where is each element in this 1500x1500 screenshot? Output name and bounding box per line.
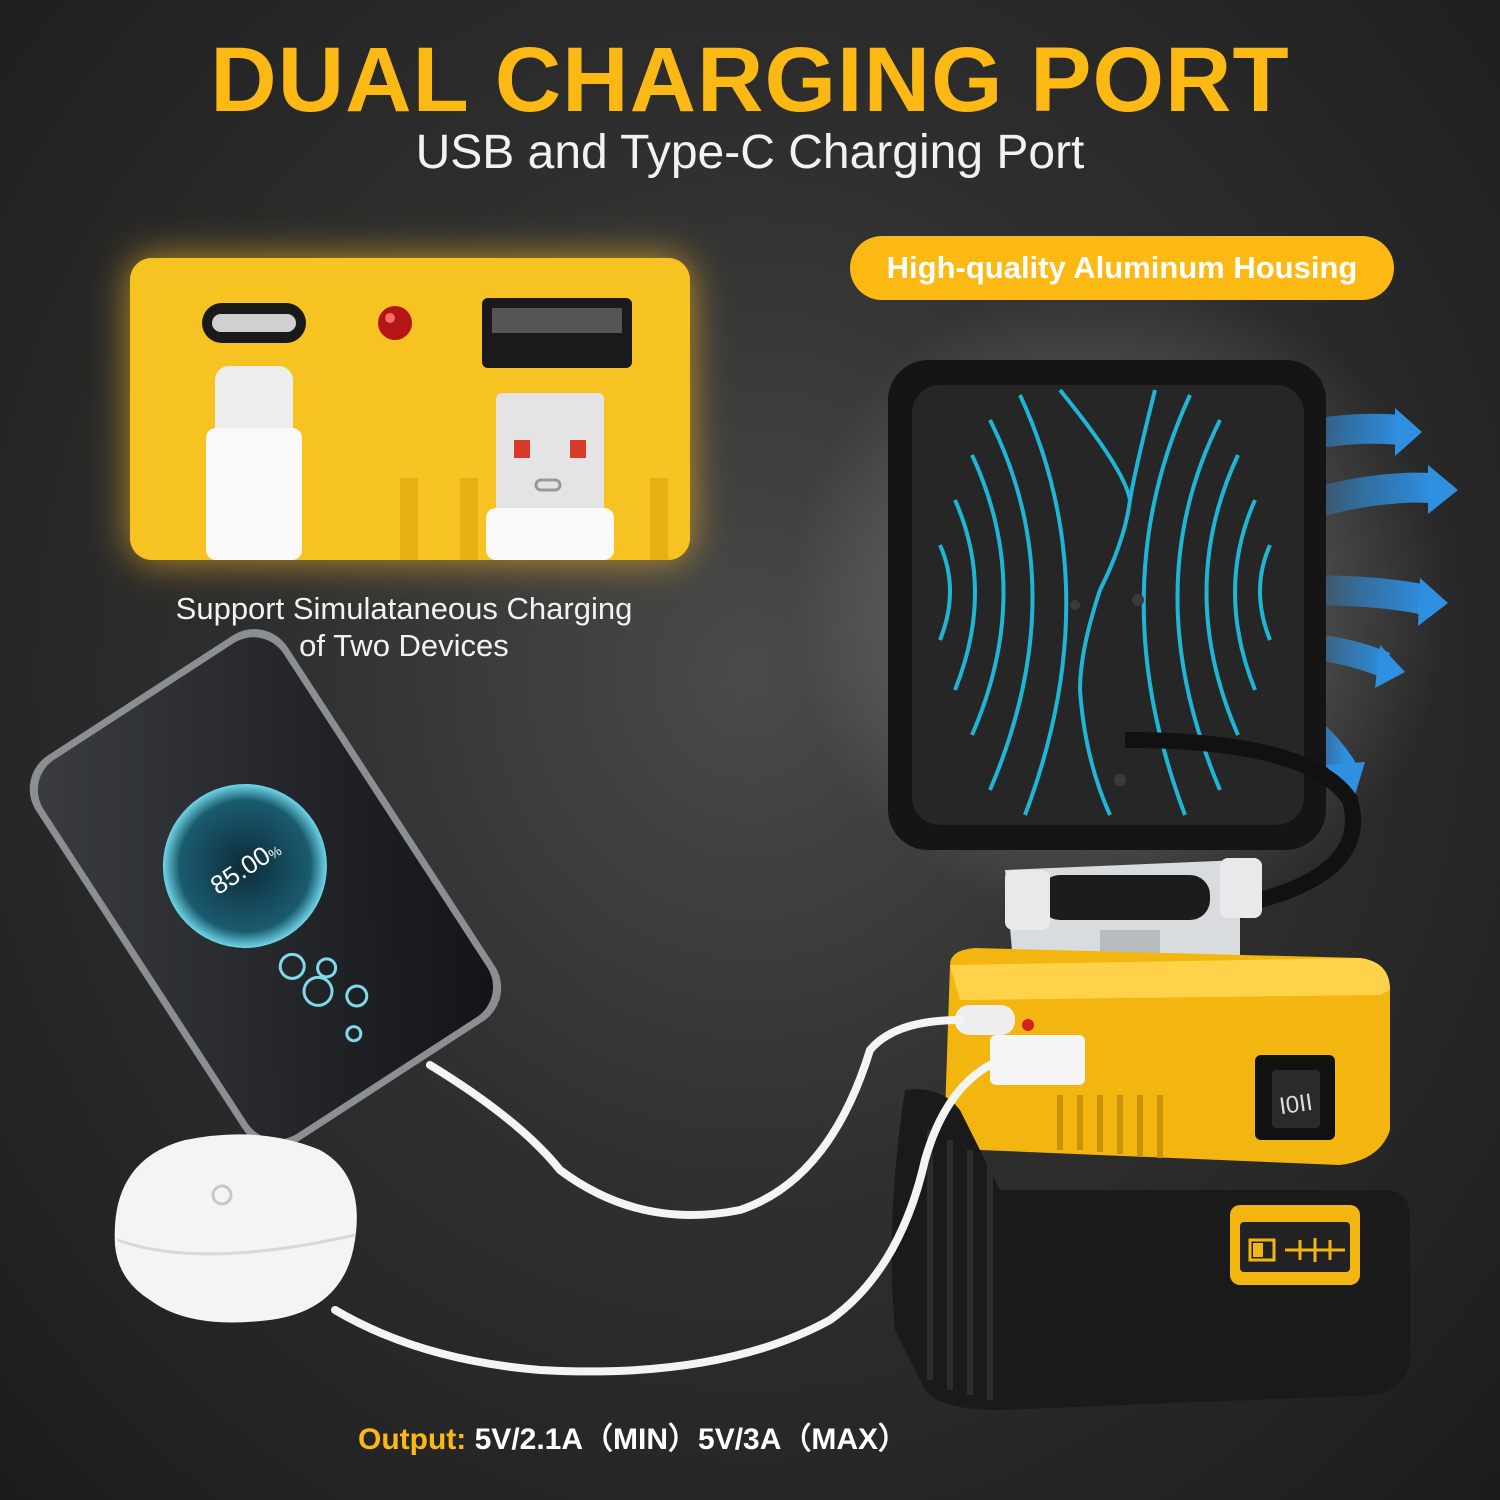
earbuds-case (114, 1134, 357, 1323)
fan-head (888, 360, 1326, 850)
ports-closeup (130, 258, 690, 560)
output-spec: Output: 5V/2.1A（MIN）5V/3A（MAX） (358, 1414, 908, 1458)
feature-badge-label: High-quality Aluminum Housing (886, 250, 1358, 285)
feature-badge: High-quality Aluminum Housing (850, 236, 1394, 300)
battery-icon (1248, 1238, 1276, 1262)
battery-adapter: I0II (945, 948, 1390, 1165)
usb-a-port (990, 1035, 1085, 1085)
page-subtitle: USB and Type-C Charging Port (415, 126, 1085, 179)
battery-ribs (927, 1130, 993, 1400)
power-switch-icon: I0II (1255, 1055, 1335, 1140)
ports-caption: Support Simulataneous Charging of Two De… (90, 590, 718, 664)
ports-caption-line1: Support Simulataneous Charging (175, 591, 633, 626)
charging-cables (331, 1016, 994, 1376)
fan-vent-lines (938, 388, 1272, 816)
svg-text:I0II: I0II (1278, 1089, 1315, 1120)
indicator-led (378, 306, 412, 340)
page-title: DUAL CHARGING PORT (210, 29, 1290, 131)
arrow-right-icon (1428, 465, 1458, 514)
output-label: Output: (358, 1423, 467, 1456)
arrow-right-icon (1395, 408, 1422, 456)
ports-closeup-illustration (130, 258, 690, 560)
usb-c-plug (215, 366, 293, 446)
battery-bubble (162, 783, 327, 948)
indicator-led (1022, 1019, 1034, 1031)
usb-c-port (955, 1005, 1015, 1035)
smartphone: 85.00% (29, 629, 502, 1148)
arrow-right-icon (1418, 578, 1448, 626)
adapter-ribs (1057, 1095, 1163, 1158)
arrow-right-icon (1375, 645, 1405, 688)
output-values: 5V/2.1A（MIN）5V/3A（MAX） (474, 1423, 909, 1456)
usb-a-plug (496, 393, 604, 513)
arrow-right-icon (1325, 762, 1365, 795)
battery-pack (891, 1089, 1410, 1410)
ports-caption-line2: of Two Devices (299, 628, 509, 663)
